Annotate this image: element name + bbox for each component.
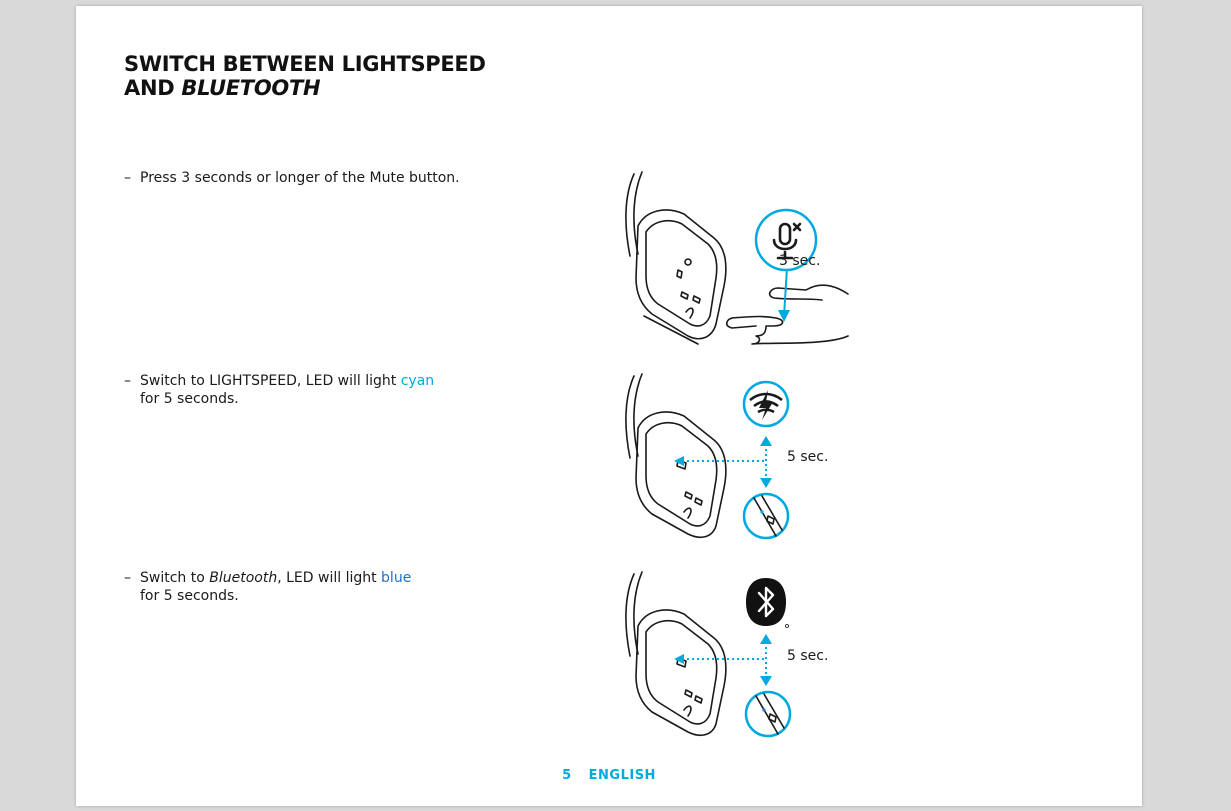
duration-label-bluetooth: 5 sec. (787, 648, 829, 664)
duration-label-lightspeed: 5 sec. (787, 449, 829, 465)
step-lightspeed: –Switch to LIGHTSPEED, LED will light cy… (124, 372, 434, 408)
title-line-2-prefix: AND (124, 76, 182, 100)
led-color-blue: blue (381, 570, 412, 586)
bluetooth-icon (746, 578, 789, 628)
step-text-italic: Bluetooth (209, 570, 278, 586)
step-text-cont: for 5 seconds. (140, 588, 239, 604)
duration-label-mute: 3 sec. (779, 253, 821, 269)
page-number: 5 (562, 768, 572, 783)
step-dash: – (124, 170, 131, 186)
footer-language: ENGLISH (588, 768, 656, 783)
title-line-2: AND BLUETOOTH (124, 76, 486, 100)
title-line-2-italic: BLUETOOTH (181, 76, 321, 100)
step-mute-press: –Press 3 seconds or longer of the Mute b… (124, 169, 460, 187)
manual-page: SWITCH BETWEEN LIGHTSPEED AND BLUETOOTH … (76, 6, 1142, 806)
step-text: , LED will light (277, 570, 382, 586)
led-color-cyan: cyan (400, 373, 435, 389)
lightspeed-icon (742, 380, 790, 428)
step-text-cont: for 5 seconds. (140, 391, 239, 407)
step-text: Press 3 seconds or longer of the Mute bu… (140, 170, 460, 186)
title-line-1: SWITCH BETWEEN LIGHTSPEED (124, 52, 486, 76)
step-dash: – (124, 570, 131, 586)
step-bluetooth: –Switch to Bluetooth, LED will light blu… (124, 569, 411, 605)
mute-mic-icon (772, 222, 802, 260)
section-title: SWITCH BETWEEN LIGHTSPEED AND BLUETOOTH (124, 52, 486, 100)
headset-illustration (625, 571, 792, 738)
step-dash: – (124, 373, 131, 389)
page-footer: 5 ENGLISH (76, 768, 1142, 783)
headset-illustration (625, 171, 849, 345)
step-text: Switch to LIGHTSPEED, LED will light (140, 373, 401, 389)
headset-illustration (625, 373, 790, 540)
step-text-prefix: Switch to (140, 570, 210, 586)
